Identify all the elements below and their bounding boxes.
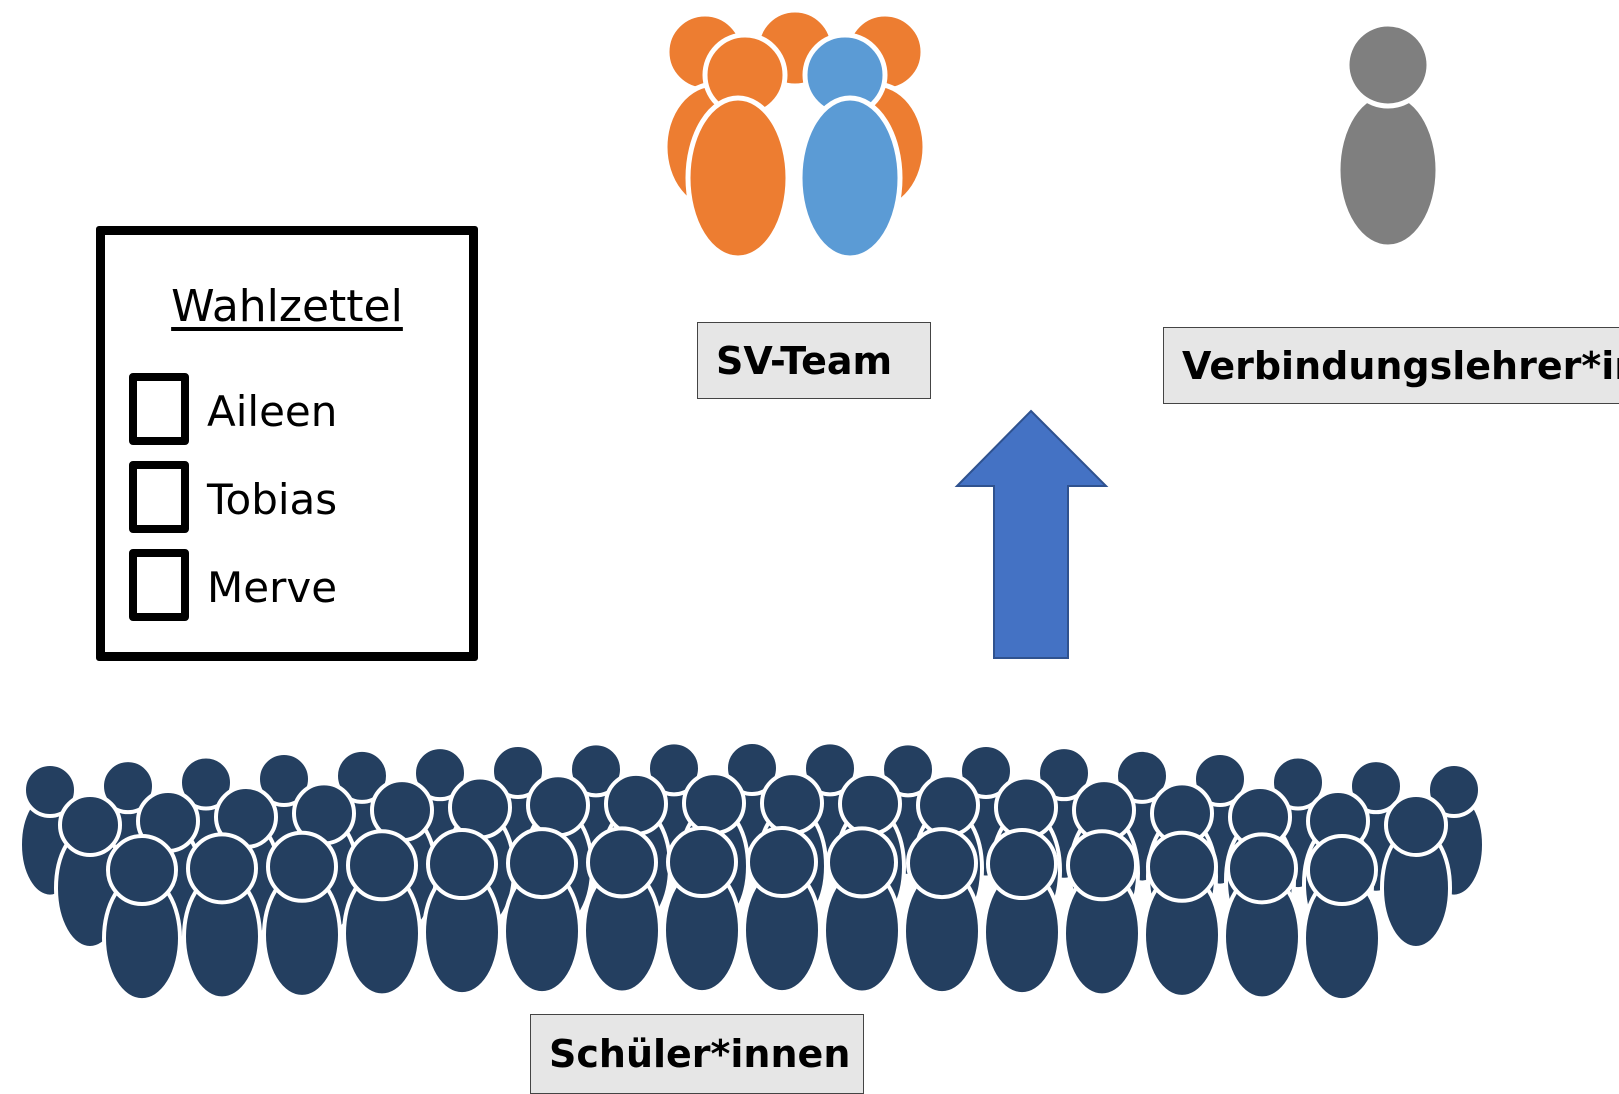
student-figure	[742, 826, 822, 995]
student-figure	[182, 832, 262, 1001]
teacher-label: Verbindungslehrer*in	[1163, 327, 1619, 404]
student-figure	[1302, 834, 1382, 1003]
ballot-option-tobias[interactable]: Tobias	[129, 461, 459, 533]
ballot-option-merve[interactable]: Merve	[129, 549, 459, 621]
student-figure	[262, 830, 342, 999]
student-figure	[422, 828, 502, 997]
student-figure	[1380, 793, 1452, 950]
student-figure	[1062, 829, 1142, 998]
student-figure	[342, 829, 422, 998]
student-figure	[582, 826, 662, 995]
option-label: Aileen	[207, 387, 338, 436]
student-figure	[902, 827, 982, 996]
student-figure	[982, 828, 1062, 997]
student-figure	[1222, 832, 1302, 1001]
checkbox[interactable]	[129, 373, 189, 445]
student-figure	[102, 834, 182, 1003]
student-figure	[822, 826, 902, 995]
option-label: Merve	[207, 563, 338, 612]
checkbox[interactable]	[129, 549, 189, 621]
checkbox[interactable]	[129, 461, 189, 533]
ballot-title: Wahlzettel	[171, 281, 403, 332]
student-figure	[1142, 830, 1222, 999]
sv-team-label: SV-Team	[697, 322, 931, 399]
student-figure	[662, 826, 742, 995]
students-label: Schüler*innen	[530, 1014, 864, 1094]
ballot-option-aileen[interactable]: Aileen	[129, 373, 459, 445]
student-figure	[502, 827, 582, 996]
ballot-card: Wahlzettel Aileen Tobias Merve	[96, 226, 478, 661]
option-label: Tobias	[207, 475, 338, 524]
